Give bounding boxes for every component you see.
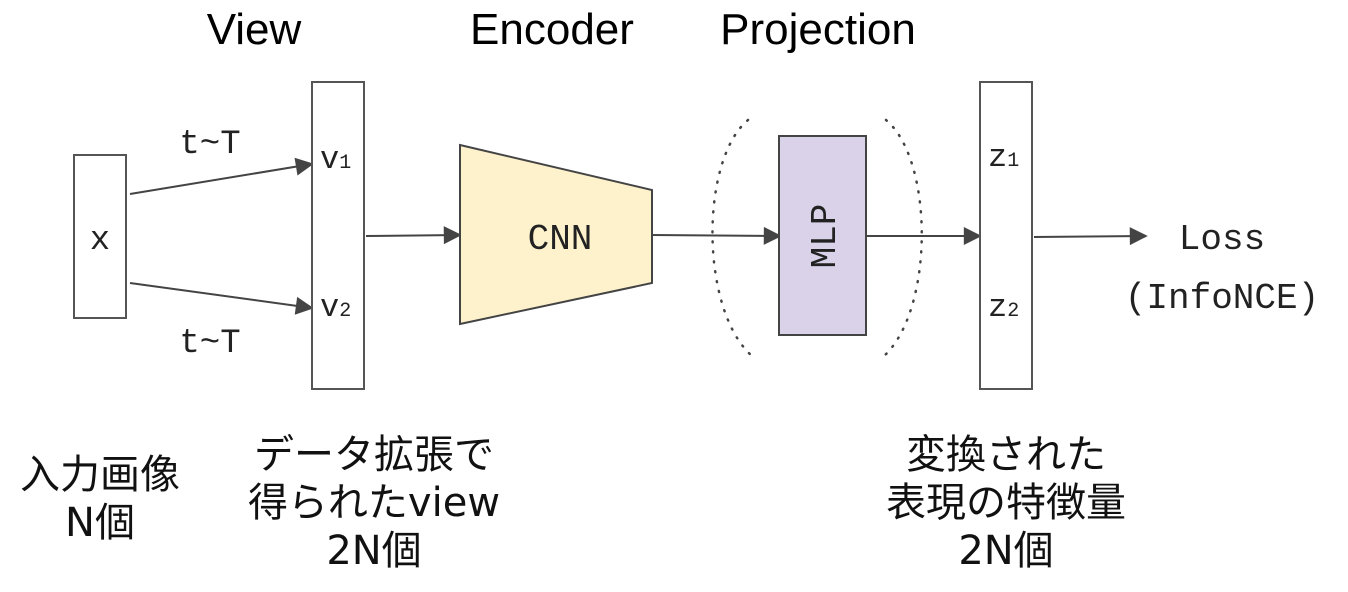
input-box [73, 154, 127, 319]
caption-input-line: N個 [65, 500, 135, 546]
output-box [979, 81, 1033, 390]
caption-outputs-line: 2N個 [958, 528, 1053, 574]
transform-label-top: t~T [179, 126, 240, 164]
header-encoder: Encoder [470, 5, 634, 54]
view-v1: v1 [320, 141, 351, 178]
header-projection: Projection [720, 5, 916, 54]
input-label: x [90, 222, 110, 260]
view-v2: v2 [320, 289, 351, 326]
header-view: View [207, 5, 302, 54]
view-box [311, 81, 365, 390]
loss-sublabel: (InfoNCE) [1125, 278, 1319, 319]
projection-bracket-right [882, 118, 923, 358]
transform-arrow-top [129, 157, 314, 195]
transform-label-bottom: t~T [179, 325, 240, 363]
caption-outputs: 変換された 表現の特徴量 2N個 [886, 432, 1126, 574]
transform-arrow-bottom [129, 282, 314, 315]
loss-label: Loss [1179, 219, 1265, 260]
encoder-cnn [459, 143, 653, 326]
caption-outputs-line: 変換された [906, 432, 1106, 478]
output-z1: z1 [988, 139, 1019, 176]
caption-views-line: 得られたview [248, 480, 500, 526]
caption-views-line: 2N個 [326, 528, 421, 574]
projection-mlp [778, 135, 867, 336]
arrow-to-projection [651, 226, 782, 245]
projection-label: MLP [805, 204, 846, 269]
output-z2: z2 [988, 289, 1019, 326]
arrow-to-loss [1033, 227, 1148, 246]
projection-bracket-left [711, 118, 754, 358]
caption-views-line: データ拡張で [254, 432, 494, 478]
caption-views: データ拡張で 得られたview 2N個 [248, 432, 500, 574]
caption-input-line: 入力画像 [20, 452, 180, 498]
encoder-label: CNN [528, 219, 593, 260]
caption-outputs-line: 表現の特徴量 [886, 480, 1126, 526]
caption-input: 入力画像 N個 [20, 452, 180, 546]
arrow-to-encoder [365, 226, 462, 245]
